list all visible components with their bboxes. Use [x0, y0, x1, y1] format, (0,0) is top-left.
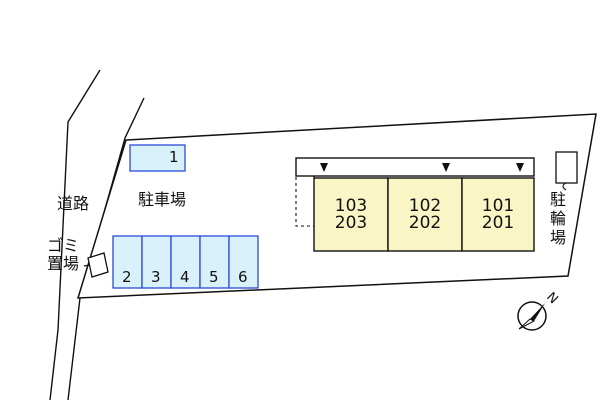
unit-block	[461, 177, 535, 252]
parking-number: 1	[169, 148, 179, 166]
parking-space	[129, 144, 186, 172]
building-entrance-corridor	[295, 157, 535, 177]
road-edge-left	[49, 69, 101, 400]
garbage-label-line2: 置場	[47, 254, 80, 273]
garbage-label-line1: ゴミ	[47, 236, 80, 255]
parking-number: 2	[122, 268, 132, 286]
parking-number: 3	[151, 268, 161, 286]
unit-number-lower: 201	[481, 213, 515, 233]
compass-icon	[517, 301, 547, 331]
parking-lot-label: 駐車場	[138, 190, 187, 209]
bicycle-leader-line	[562, 182, 567, 191]
garbage-leader-line	[83, 264, 91, 267]
parking-space	[199, 235, 230, 289]
unit-number-lower: 203	[334, 213, 368, 233]
entrance-arrow	[442, 163, 450, 172]
parking-number: 5	[209, 268, 219, 286]
parking-number: 4	[180, 268, 190, 286]
parking-number: 6	[238, 268, 248, 286]
parking-space	[141, 235, 172, 289]
garbage-box	[87, 252, 109, 278]
bicycle-parking-label-2: 輪	[550, 209, 567, 228]
entrance-arrow	[320, 163, 328, 172]
unit-number-upper: 101	[481, 196, 515, 216]
parking-space	[228, 235, 259, 289]
unit-block	[387, 177, 463, 252]
bicycle-parking-label-3: 場	[550, 228, 567, 247]
road-label: 道路	[57, 194, 90, 213]
unit-number-upper: 103	[334, 196, 368, 216]
unit-number-upper: 102	[408, 196, 442, 216]
bicycle-parking-label-1: 駐	[550, 190, 567, 209]
unit-number-lower: 202	[408, 213, 442, 233]
parking-space	[170, 235, 201, 289]
entrance-arrow	[516, 163, 524, 172]
bicycle-parking-box	[555, 151, 578, 184]
